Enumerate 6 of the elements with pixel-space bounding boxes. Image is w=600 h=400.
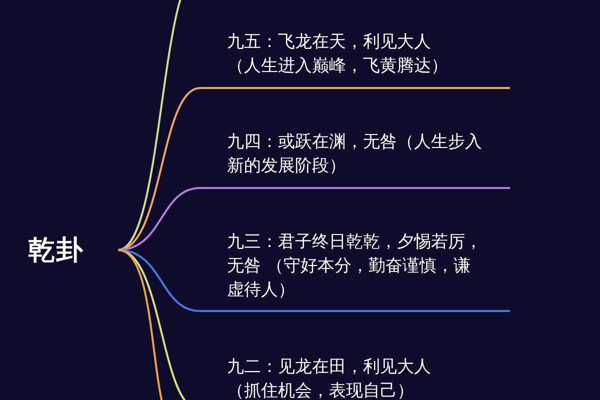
branch-topic: 九四：或跃在渊，无咎（人生步入新的发展阶段） [200,130,510,189]
branch-topic: 九二：见龙在田，利见大人（抓住机会，表现自己） [200,355,510,400]
branch-topic: 九五：飞龙在天，利见大人（人生进入巅峰，飞黄腾达） [200,30,510,89]
root-topic: 乾卦 [28,232,98,268]
branch-connector [118,87,200,251]
branch-topic: 九三：君子终日乾乾，夕惕若厉，无咎 （守好本分，勤奋谨慎，谦虚待人） [200,230,510,312]
